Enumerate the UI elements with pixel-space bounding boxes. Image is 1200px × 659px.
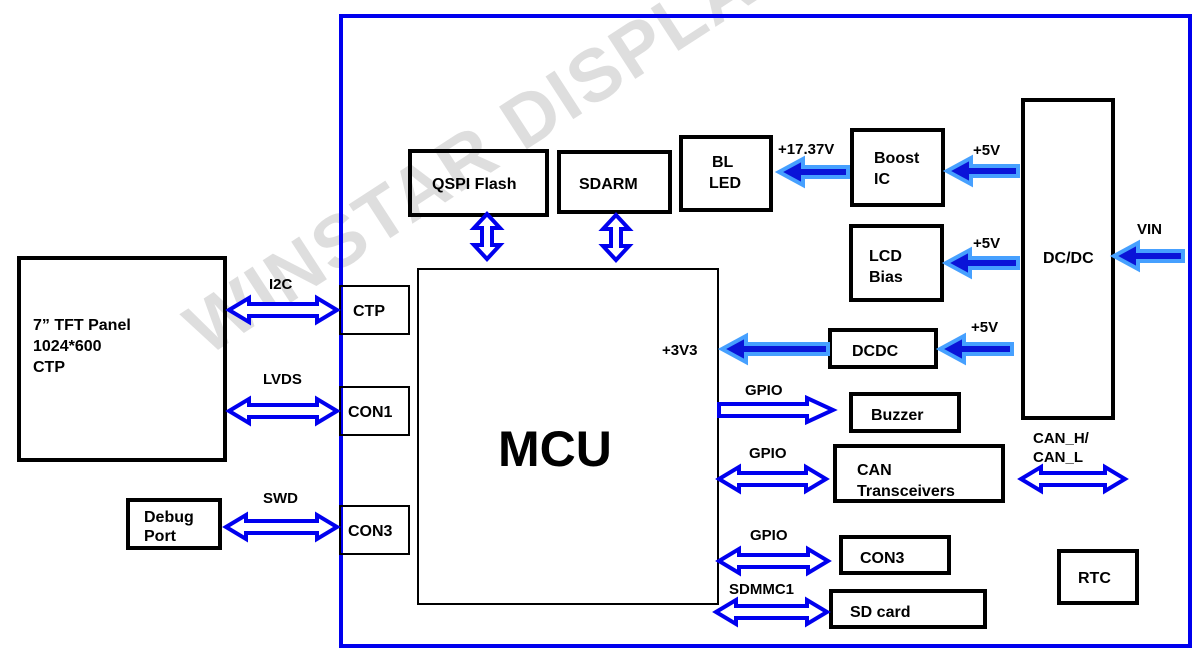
- sdmmc1-label: SDMMC1: [729, 581, 795, 598]
- qspi-bus-arrow: [469, 211, 505, 262]
- buzzer-block: Buzzer: [849, 392, 961, 433]
- power-arrow-5v-bias: [941, 246, 1020, 280]
- power-arrow-vin: [1109, 239, 1185, 273]
- mcu-label: MCU: [498, 421, 612, 477]
- bl-led-line-2: LED: [709, 175, 741, 192]
- can-hl-label: CAN_H/ CAN_L: [1033, 429, 1089, 467]
- lcd-bias-line-1: LCD: [869, 248, 902, 265]
- dc-dc-converter-block: DC/DC: [1021, 98, 1115, 420]
- tft-panel-line-3: CTP: [33, 359, 65, 376]
- tft-panel-line-2: 1024*600: [33, 338, 102, 355]
- sdarm-bus-arrow: [598, 212, 634, 263]
- can-transceivers-line-2: Transceivers: [857, 483, 955, 500]
- gpio-con3-label: GPIO: [750, 527, 788, 544]
- can-transceivers-block: CAN Transceivers: [833, 444, 1005, 503]
- sdarm-block: SDARM: [557, 150, 672, 214]
- gpio-buzzer-arrow: [717, 394, 838, 426]
- rtc-block: RTC: [1057, 549, 1139, 605]
- tft-panel-line-1: 7” TFT Panel: [33, 317, 131, 334]
- debug-port-line-1: Debug: [144, 509, 194, 526]
- power-arrow-17v: [774, 155, 850, 189]
- boost-ic-line-2: IC: [874, 171, 890, 188]
- con3-left-connector-block: CON3: [339, 505, 410, 555]
- bl-led-line-1: BL: [712, 154, 734, 171]
- gpio-con3-arrow: [715, 545, 832, 577]
- lvds-bus-arrow: [225, 395, 341, 427]
- boost-ic-line-1: Boost: [874, 150, 920, 167]
- debug-port-block: Debug Port: [126, 498, 222, 550]
- can-bus-arrow: [1017, 463, 1129, 495]
- swd-bus-arrow: [222, 511, 341, 543]
- i2c-bus-arrow: [225, 294, 341, 326]
- 5v-boost-label: +5V: [973, 142, 1001, 159]
- swd-label: SWD: [263, 490, 298, 507]
- gpio-buzzer-label: GPIO: [745, 382, 783, 399]
- gpio-can-arrow: [715, 463, 830, 495]
- 5v-dcdc-label: +5V: [971, 319, 999, 336]
- debug-port-line-2: Port: [144, 528, 176, 545]
- tft-panel-block: 7” TFT Panel 1024*600 CTP: [17, 256, 227, 462]
- board-frame: [339, 14, 1192, 648]
- con3-right-block: CON3: [839, 535, 951, 575]
- 5v-bias-label: +5V: [973, 235, 1001, 252]
- i2c-label: I2C: [269, 276, 293, 293]
- can-h-text: CAN_H/: [1033, 430, 1089, 447]
- can-l-text: CAN_L: [1033, 449, 1084, 466]
- power-arrow-5v-dcdc: [935, 332, 1014, 366]
- bl-led-block: BL LED: [679, 135, 773, 212]
- lcd-bias-line-2: Bias: [869, 269, 903, 286]
- qspi-flash-block: QSPI Flash: [408, 149, 549, 217]
- lvds-label: LVDS: [263, 371, 302, 388]
- boost-ic-block: Boost IC: [850, 128, 945, 207]
- 3v3-label: +3V3: [662, 342, 698, 359]
- sdmmc1-arrow: [712, 596, 831, 628]
- sd-card-block: SD card: [829, 589, 987, 629]
- power-arrow-5v-boost: [942, 154, 1020, 188]
- power-arrow-3v3: [717, 332, 830, 366]
- 17v-label: +17.37V: [778, 141, 835, 158]
- mcu-block: [417, 268, 719, 605]
- gpio-can-label: GPIO: [749, 445, 787, 462]
- can-transceivers-line-1: CAN: [857, 462, 892, 479]
- vin-label: VIN: [1137, 221, 1163, 238]
